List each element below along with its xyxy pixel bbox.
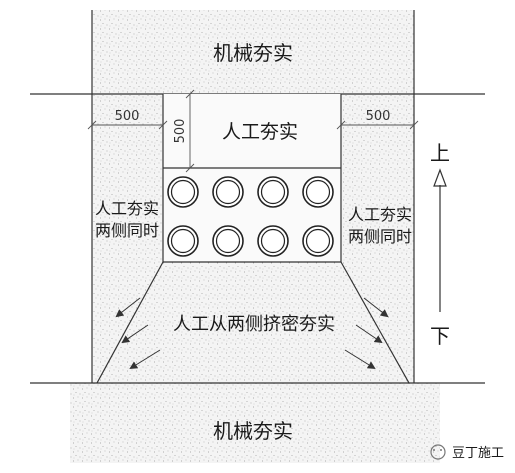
trapezoid-left-edge — [96, 261, 164, 384]
pipe-outer — [257, 176, 289, 208]
wechat-icon — [430, 444, 446, 460]
lower-zone-label: 人工从两侧挤密夯实 — [173, 314, 335, 335]
dimension-vertical-label: 500 — [173, 119, 188, 144]
middle-top-label: 人工夯实 — [222, 121, 298, 143]
pipe-outer — [212, 225, 244, 257]
pipe-outer — [167, 176, 199, 208]
pipe-inner — [170, 179, 196, 205]
pipe-outer — [257, 225, 289, 257]
bottom-fill-band — [70, 383, 440, 463]
pipe-inner — [305, 228, 331, 254]
right-side-label-line1: 人工夯实 — [348, 205, 412, 224]
pipe-inner — [215, 179, 241, 205]
bottom-fill-label: 机械夯实 — [213, 419, 293, 443]
pipe-zone — [163, 94, 341, 262]
right-side-label-line2: 两侧同时 — [348, 227, 412, 246]
pipe-inner — [305, 179, 331, 205]
pipe-outer — [302, 225, 334, 257]
dimension-right-label: 500 — [366, 109, 391, 124]
pipe-inner — [170, 228, 196, 254]
direction-up-label: 上 — [430, 141, 450, 165]
pipe-inner — [260, 179, 286, 205]
compaction-arrows-right — [344, 297, 389, 370]
watermark: 豆丁施工 — [430, 444, 504, 461]
dimension-left-label: 500 — [115, 109, 140, 124]
trapezoid-right-edge — [340, 261, 410, 384]
pipe-outer — [167, 225, 199, 257]
pipe-outer — [302, 176, 334, 208]
left-side-label-line1: 人工夯实 — [95, 199, 159, 218]
dimension-right: 500 — [336, 109, 419, 130]
dimension-left: 500 — [87, 109, 168, 130]
dimension-vertical: 500 — [173, 89, 195, 173]
pipe-inner — [215, 228, 241, 254]
direction-down-label: 下 — [430, 324, 450, 348]
top-fill-label: 机械夯实 — [213, 41, 293, 65]
watermark-text: 豆丁施工 — [452, 446, 504, 461]
left-side-label-line2: 两侧同时 — [95, 221, 159, 240]
pipe-group — [167, 176, 334, 257]
vertical-direction-arrow: 上 下 — [430, 141, 450, 348]
pipe-outer — [212, 176, 244, 208]
compaction-arrows-left — [115, 297, 161, 370]
pipe-inner — [260, 228, 286, 254]
